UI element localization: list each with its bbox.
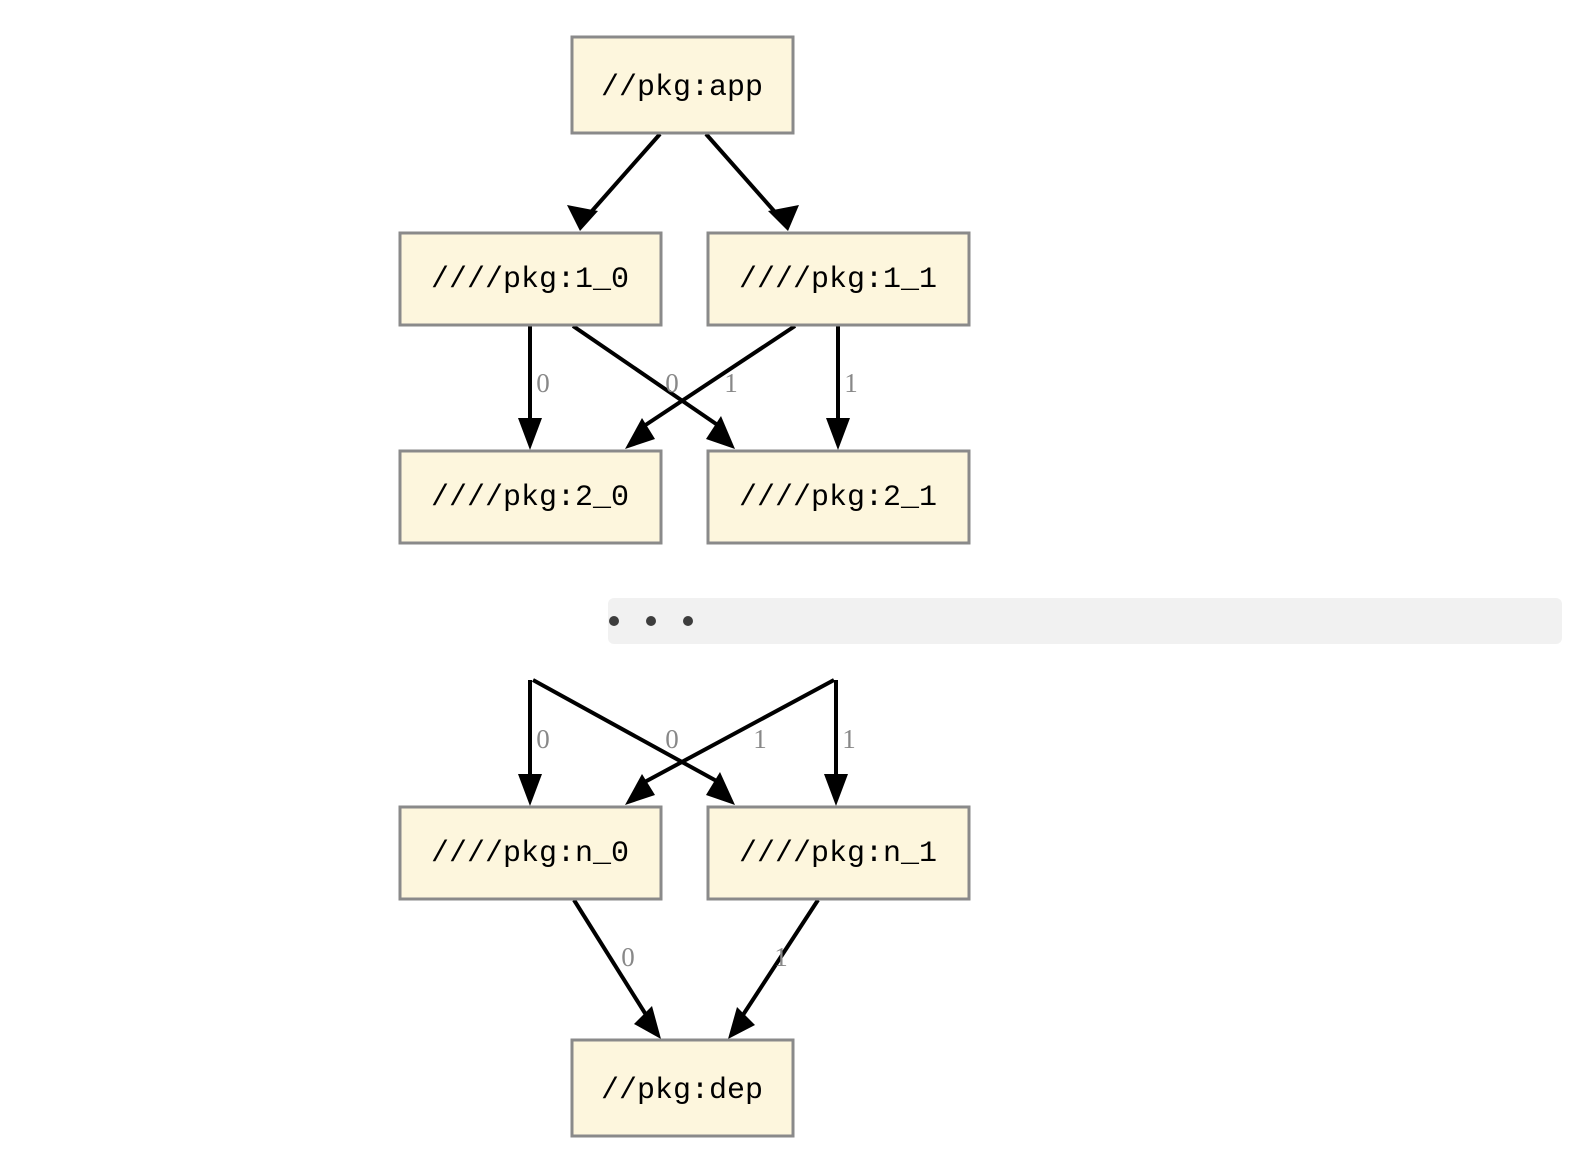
arrow-head [826,418,850,450]
edge-label-1: 1 [724,368,738,398]
edge-line [640,678,835,786]
node-pkg-2_0[interactable]: ////pkg:2_0 [398,449,663,545]
node-label: ////pkg:n_0 [431,837,629,871]
edge-app-to-1_0 [567,132,662,231]
node-box[interactable] [398,231,663,327]
edge-1_1-to-2_0: 1 [625,324,797,449]
node-pkg-n_1[interactable]: ////pkg:n_1 [706,805,971,901]
node-label: //pkg:app [601,71,763,105]
node-box[interactable] [570,35,795,135]
node-label: ////pkg:1_1 [739,263,937,297]
edge-label-1: 1 [842,724,856,754]
node-label: ////pkg:n_1 [739,837,937,871]
node-pkg-1_0[interactable]: ////pkg:1_0 [398,231,663,327]
arrow-head [706,416,735,449]
arrow-head [768,205,799,231]
edge-label-1: 1 [844,368,858,398]
edge-label-1: 1 [774,942,788,972]
node-pkg-dep[interactable]: //pkg:dep [570,1038,795,1138]
arrow-head [824,774,848,806]
edge-1_0-to-2_1: 0 [571,324,735,449]
node-pkg-n_0[interactable]: ////pkg:n_0 [398,805,663,901]
edge-prev-to-n_1-straight: 1 [824,680,856,806]
edge-layer: 0 0 1 1 0 0 [518,132,858,1039]
edge-line [739,898,820,1020]
node-label: //pkg:dep [601,1074,763,1108]
node-label: ////pkg:2_1 [739,481,937,515]
arrow-head [728,1007,755,1039]
edge-label-1: 1 [753,724,767,754]
arrow-head [518,774,542,806]
arrow-head [567,205,598,231]
node-pkg-2_1[interactable]: ////pkg:2_1 [706,449,971,545]
node-pkg-1_1[interactable]: ////pkg:1_1 [706,231,971,327]
arrow-head [706,772,735,805]
arrow-head [634,1006,661,1039]
edge-label-0: 0 [665,368,679,398]
edge-label-0: 0 [621,942,635,972]
edge-label-0: 0 [665,724,679,754]
ellipsis-dot [683,616,693,626]
edge-label-0: 0 [536,368,550,398]
edge-n_1-to-dep: 1 [728,898,820,1039]
arrow-head [518,418,542,450]
node-label: ////pkg:2_0 [431,481,629,515]
arrow-head [625,418,655,449]
edge-line [582,132,662,222]
edge-n_0-to-dep: 0 [572,898,661,1039]
ellipsis-separator [608,598,1562,644]
edge-prev-to-n_0-cross: 1 [625,678,835,805]
edge-prev-to-n_0-straight: 0 [518,680,550,806]
edge-line [532,678,723,786]
edge-app-to-1_1 [704,132,799,231]
ellipsis-dot [646,616,656,626]
edge-line [704,132,784,222]
node-box[interactable] [398,449,663,545]
edge-prev-to-n_1-cross: 0 [532,678,735,805]
node-label: ////pkg:1_0 [431,263,629,297]
edge-label-0: 0 [536,724,550,754]
arrow-head [625,774,655,805]
ellipsis-dot [609,616,619,626]
node-box[interactable] [570,1038,795,1138]
ellipsis-band-background [608,598,1562,644]
edge-1_0-to-2_0: 0 [518,326,550,450]
edge-line [572,898,650,1020]
node-pkg-app[interactable]: //pkg:app [570,35,795,135]
node-layer: //pkg:app ////pkg:1_0 ////pkg:1_1 ////pk… [398,35,971,1138]
edge-line [571,324,724,430]
node-box[interactable] [706,231,971,327]
edge-1_1-to-2_1: 1 [826,326,858,450]
node-box[interactable] [398,805,663,901]
node-box[interactable] [706,449,971,545]
node-box[interactable] [706,805,971,901]
edge-line [639,324,797,430]
